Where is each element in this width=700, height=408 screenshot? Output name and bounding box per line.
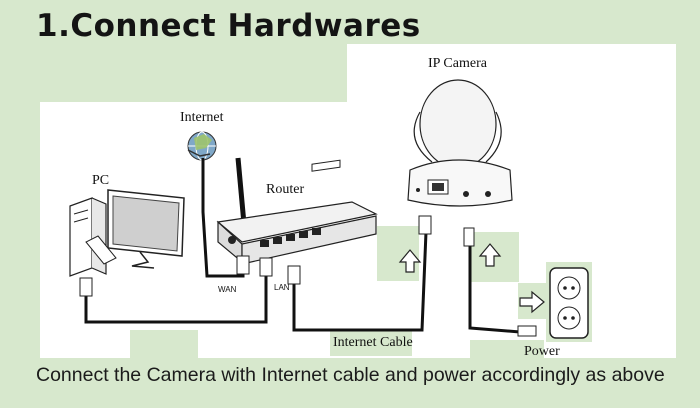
globe-icon [187, 131, 217, 161]
caption-text: Connect the Camera with Internet cable a… [36, 364, 665, 386]
internet-label: Internet [180, 110, 224, 125]
page-title: 1.Connect Hardwares [36, 8, 421, 44]
cable-connectors [79, 215, 537, 337]
computer-icon [69, 189, 185, 277]
wan-label: WAN [218, 285, 237, 294]
power-socket-icon [549, 267, 589, 339]
internet-cable-label: Internet Cable [333, 335, 413, 350]
cables [84, 158, 521, 334]
router-icon [216, 157, 378, 265]
lan-label: LAN [274, 283, 290, 292]
pc-label: PC [92, 173, 109, 188]
up-arrow-icon [398, 249, 422, 273]
up-arrow-icon [478, 243, 502, 267]
router-label: Router [266, 182, 304, 197]
ip-camera-icon [407, 79, 513, 207]
power-label: Power [524, 344, 560, 359]
ip-camera-label: IP Camera [428, 56, 488, 71]
right-arrow-icon [519, 290, 545, 314]
